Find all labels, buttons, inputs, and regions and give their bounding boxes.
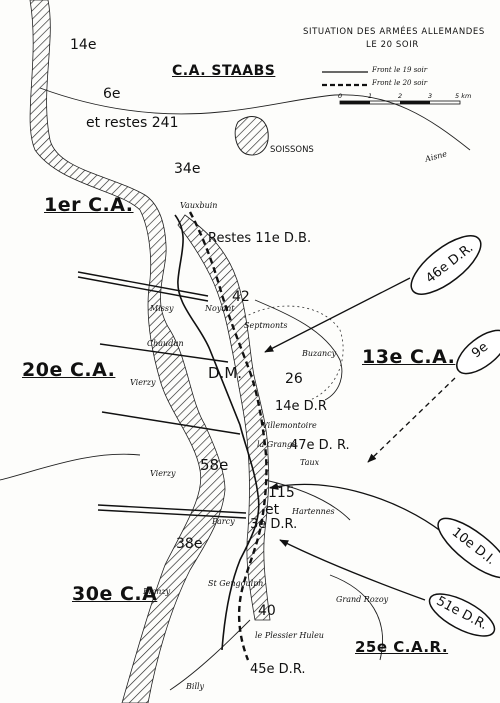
unit-et: et [265,502,280,518]
unit-26: 26 [285,371,303,387]
scale-tick-1: 1 [368,92,373,100]
town-soissons: SOISSONS [270,145,314,155]
attack-lines [77,271,247,519]
unit-3-dr: 3e D.R. [250,517,298,532]
unit-dm: D.M. [208,364,243,382]
town-noyant: Noyant [205,304,235,313]
soissons-area [234,116,269,156]
scale-tick-5: 5 km [455,92,472,100]
unit-14-dr: 14e D.R [275,399,327,414]
corps-1: 1er C.A. [44,194,134,216]
hatched-new-band [177,214,271,621]
unit-14: 14e [70,37,97,53]
town-plessier-huleu: le Plessier Huleu [255,631,324,640]
scale-tick-0: 0 [338,92,343,100]
legend-title: SITUATION DES ARMÉES ALLEMANDES [303,27,485,37]
scale-tick-2: 2 [398,92,403,100]
unit-47-dr: 47e D. R. [290,438,350,453]
unit-38: 38e [176,536,203,552]
town-la-grange: la Grange [257,440,297,449]
town-hartennes: Hartennes [292,507,335,516]
town-lechelle: Vierzy [130,378,156,387]
legend-front-19: Front le 19 soir [372,66,428,74]
front-line-19 [174,214,260,651]
town-buzancy: Buzancy [302,349,337,358]
reserve-arrows [264,277,456,601]
front-line-20 [188,211,268,661]
town-billy: Billy [186,682,205,691]
town-villemontoire: Villemontoire [262,421,317,430]
hatched-front-band [29,0,226,703]
scale-tick-3: 3 [428,92,433,100]
unit-45-dr: 45e D.R. [250,662,306,677]
legend-subtitle: LE 20 SOIR [366,40,419,50]
unit-restes-11: Restes 11e D.B. [208,231,312,246]
corps-30: 30e C.A [72,583,158,605]
town-grand-rozoy: Grand Rozoy [336,595,389,604]
town-blanzy: Blanzy [143,587,171,596]
town-chazelle: Chaudun [147,339,184,348]
reserve-ovals [410,235,500,637]
corps-25: 25e C.A.R. [355,638,449,656]
scale-bar [339,100,461,105]
roads [0,87,471,691]
sector-boundary [239,305,344,401]
unit-34: 34e [174,161,201,177]
unit-42: 42 [232,289,250,305]
corps-13: 13e C.A. [362,346,456,368]
town-taux: Taux [300,458,320,467]
unit-40: 40 [258,603,276,619]
unit-58: 58e [200,456,229,474]
town-parcy: Parcy [212,517,235,526]
corps-20: 20e C.A. [22,359,116,381]
unit-115: 115 [268,485,295,501]
legend-front-20: Front le 20 soir [372,79,428,87]
town-vierzy: Vierzy [150,469,176,478]
corps-staabs: C.A. STAABS [172,63,276,79]
town-vauxbuin: Vauxbuin [180,201,218,210]
unit-6: 6e [103,86,121,102]
unit-restes-241: et restes 241 [86,115,179,131]
town-st-gengoulph: St Gengoulph [208,579,264,588]
town-missy: Missy [150,304,174,313]
town-septmonts: Septmonts [244,321,288,330]
